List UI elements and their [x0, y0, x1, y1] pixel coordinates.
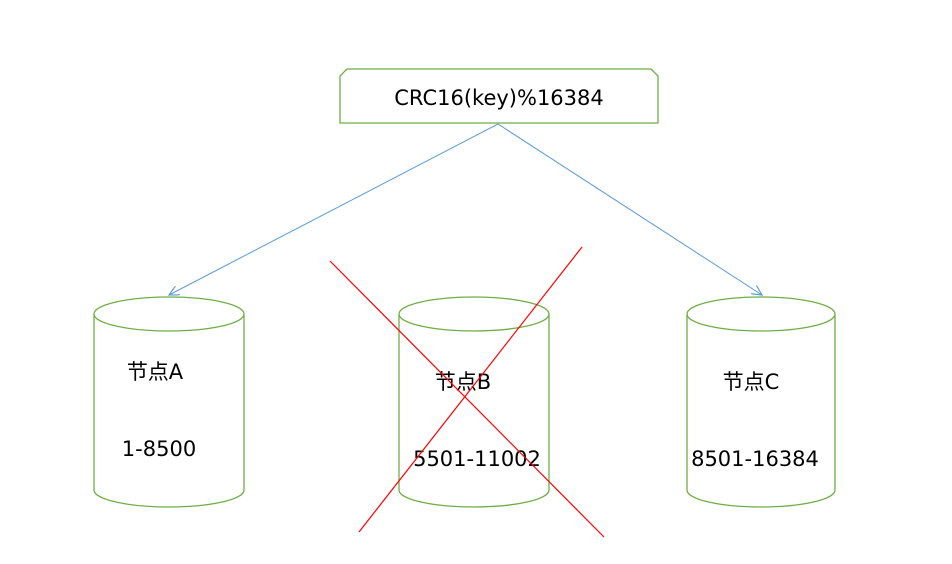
formula-text: CRC16(key)%16384 — [394, 86, 604, 110]
node-b-body — [398, 314, 550, 508]
node-c-top — [686, 296, 836, 332]
node-a-body — [93, 314, 245, 508]
cross-line-2 — [358, 246, 583, 533]
cross-line-1 — [329, 260, 605, 538]
node-b-cylinder: 节点B 5501-11002 — [398, 296, 550, 508]
arrow-to-node-a — [169, 123, 499, 295]
node-c-cylinder: 节点C 8501-16384 — [686, 296, 836, 508]
node-a-name: 节点A — [127, 360, 184, 384]
failed-node-cross-mark — [329, 246, 605, 538]
node-c-range: 8501-16384 — [691, 447, 819, 471]
node-b-name: 节点B — [435, 370, 491, 394]
node-c-name: 节点C — [723, 370, 780, 394]
node-b-range: 5501-11002 — [413, 447, 541, 471]
node-b-top — [398, 296, 550, 332]
formula-box: CRC16(key)%16384 — [339, 68, 659, 124]
node-a-range: 1-8500 — [122, 437, 196, 461]
node-a-top — [93, 296, 245, 332]
formula-box-outline — [339, 68, 659, 124]
arrow-to-node-c — [497, 123, 762, 295]
node-a-cylinder: 节点A 1-8500 — [93, 296, 245, 508]
node-c-body — [686, 314, 836, 508]
